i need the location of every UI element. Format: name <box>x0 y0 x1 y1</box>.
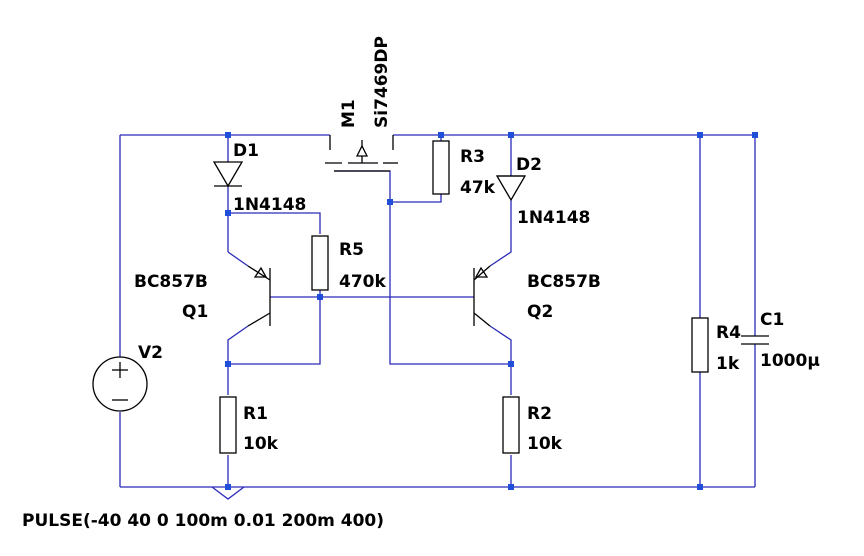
wire-d2-bottom <box>489 200 512 267</box>
c1-name-label: C1 <box>760 310 784 330</box>
v2-name-label: V2 <box>138 343 163 363</box>
junction-dot <box>697 484 703 490</box>
junction-dot <box>438 132 444 138</box>
junction-dot <box>225 210 231 216</box>
r2-value-label: 10k <box>527 434 563 454</box>
junction-dot <box>225 361 231 367</box>
r1-name-label: R1 <box>243 404 268 424</box>
mosfet-m1 <box>325 135 398 172</box>
d1-name-label: D1 <box>233 141 259 161</box>
q1-name-label: Q1 <box>182 302 208 322</box>
junctions <box>225 132 758 490</box>
wire-q1-emitter <box>227 251 249 267</box>
r3-value-label: 47k <box>460 178 496 198</box>
junction-dot <box>508 361 514 367</box>
wire-d1-r5 <box>228 212 321 234</box>
resistor-r3 <box>432 140 450 195</box>
r4-name-label: R4 <box>716 323 741 343</box>
wire-q2-collector <box>489 325 512 395</box>
junction-dot <box>225 484 231 490</box>
resistor-r5 <box>311 235 329 291</box>
junction-dot <box>508 484 514 490</box>
junction-dot <box>387 199 393 205</box>
q2-name-label: Q2 <box>527 302 553 322</box>
r2-name-label: R2 <box>527 404 552 424</box>
wire-q1-collector <box>227 325 249 395</box>
transistor-q2 <box>473 265 491 327</box>
junction-dot <box>317 294 323 300</box>
c1-value-label: 1000μ <box>760 351 820 371</box>
r3-name-label: R3 <box>460 147 485 167</box>
r5-value-label: 470k <box>339 272 386 292</box>
junction-dot <box>697 132 703 138</box>
junction-dot <box>752 132 758 138</box>
transistor-q1 <box>247 265 271 327</box>
r5-name-label: R5 <box>339 240 364 260</box>
d1-value-label: 1N4148 <box>233 195 306 215</box>
m1-name-label: M1 <box>339 99 359 128</box>
wire-r5-collector <box>228 297 321 365</box>
r4-value-label: 1k <box>716 354 740 374</box>
resistor-r1 <box>219 396 237 454</box>
resistor-r4 <box>691 317 709 373</box>
wire-gate-r3 <box>390 194 442 203</box>
q2-value-label: BC857B <box>527 272 601 292</box>
capacitor-c1 <box>741 335 769 345</box>
wire-gate <box>334 170 511 365</box>
junction-dot <box>508 132 514 138</box>
voltage-source-v2 <box>92 356 148 412</box>
q1-value-label: BC857B <box>134 272 208 292</box>
diode-d2 <box>495 175 527 202</box>
ground-icon <box>211 486 245 500</box>
d2-name-label: D2 <box>516 155 542 175</box>
m1-value-label: Si7469DP <box>372 36 392 128</box>
d2-value-label: 1N4148 <box>517 208 590 228</box>
diode-d1 <box>212 161 244 188</box>
resistor-r2 <box>502 396 520 454</box>
v2-value-label: PULSE(-40 40 0 100m 0.01 200m 400) <box>22 511 384 531</box>
r1-value-label: 10k <box>243 434 279 454</box>
junction-dot <box>225 132 231 138</box>
